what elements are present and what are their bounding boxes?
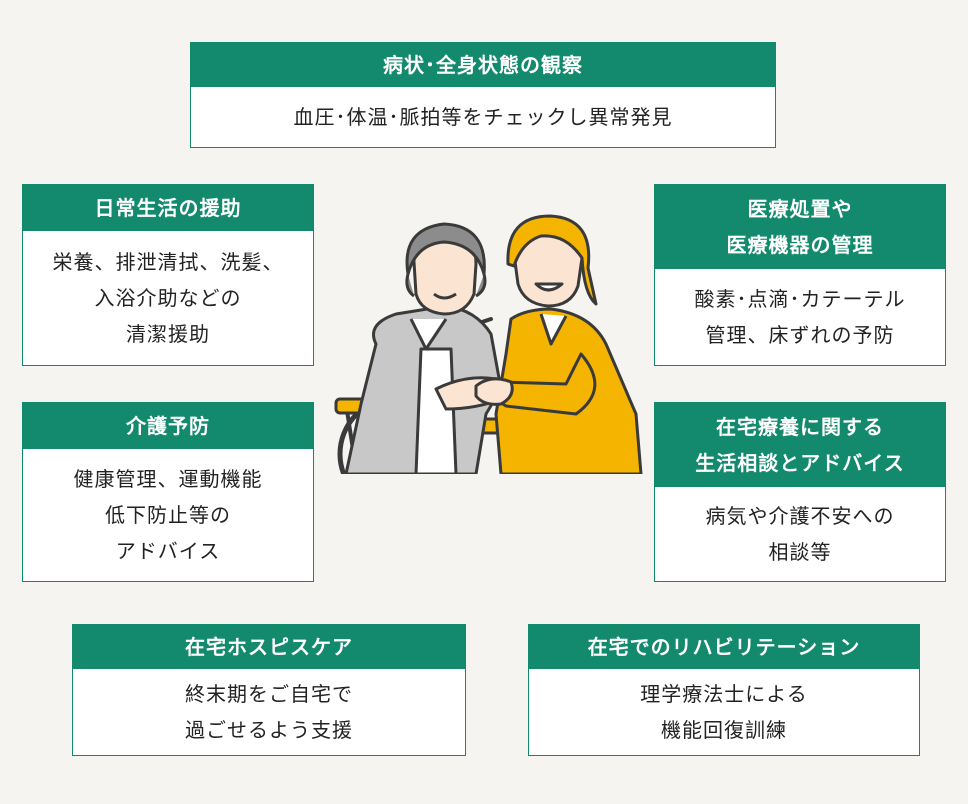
card-rehabilitation-title: 在宅でのリハビリテーション bbox=[529, 625, 919, 669]
card-hospice-title: 在宅ホスピスケア bbox=[73, 625, 465, 669]
card-medical-body: 酸素･点滴･カテーテル 管理、床ずれの予防 bbox=[694, 287, 906, 347]
card-consultation-title: 在宅療養に関する 生活相談とアドバイス bbox=[655, 403, 945, 487]
card-prevention: 介護予防 健康管理、運動機能 低下防止等の アドバイス bbox=[22, 402, 314, 582]
elderly-person-icon bbox=[344, 222, 507, 474]
card-hospice-body: 終末期をご自宅で 過ごせるよう支援 bbox=[185, 682, 353, 742]
caregiver-person-icon bbox=[474, 214, 643, 474]
card-consultation-body: 病気や介護不安への 相談等 bbox=[705, 504, 895, 564]
card-observation-body: 血圧･体温･脈拍等をチェックし異常発見 bbox=[293, 105, 673, 129]
card-medical: 医療処置や 医療機器の管理 酸素･点滴･カテーテル 管理、床ずれの予防 bbox=[654, 184, 946, 366]
card-rehabilitation-body: 理学療法士による 機能回復訓練 bbox=[640, 682, 808, 742]
card-hospice: 在宅ホスピスケア 終末期をご自宅で 過ごせるよう支援 bbox=[72, 624, 466, 756]
card-prevention-body: 健康管理、運動機能 低下防止等の アドバイス bbox=[73, 467, 263, 563]
card-daily-life-title: 日常生活の援助 bbox=[23, 185, 313, 231]
card-consultation: 在宅療養に関する 生活相談とアドバイス 病気や介護不安への 相談等 bbox=[654, 402, 946, 582]
card-observation: 病状･全身状態の観察 血圧･体温･脈拍等をチェックし異常発見 bbox=[190, 42, 776, 148]
card-observation-title: 病状･全身状態の観察 bbox=[191, 43, 775, 87]
card-prevention-title: 介護予防 bbox=[23, 403, 313, 449]
caregiver-illustration bbox=[334, 214, 643, 474]
card-rehabilitation: 在宅でのリハビリテーション 理学療法士による 機能回復訓練 bbox=[528, 624, 920, 756]
card-daily-life: 日常生活の援助 栄養、排泄清拭、洗髪、 入浴介助などの 清潔援助 bbox=[22, 184, 314, 366]
card-daily-life-body: 栄養、排泄清拭、洗髪、 入浴介助などの 清潔援助 bbox=[52, 250, 284, 346]
card-medical-title: 医療処置や 医療機器の管理 bbox=[655, 185, 945, 269]
